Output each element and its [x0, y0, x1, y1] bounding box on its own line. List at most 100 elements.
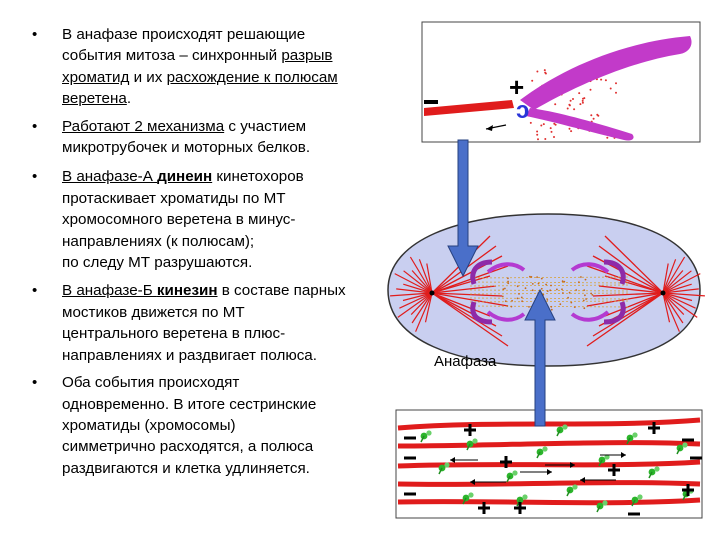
- aster-ray: [402, 292, 433, 302]
- kinesin-head: [522, 494, 528, 500]
- dot: [559, 303, 562, 306]
- aster-ray: [409, 256, 433, 294]
- text-segment: разрыв: [281, 47, 333, 65]
- dot: [524, 287, 527, 290]
- dot: [573, 306, 576, 308]
- dot: [502, 288, 505, 291]
- dot: [556, 288, 558, 291]
- aster-ray: [662, 273, 701, 294]
- dot: [542, 123, 545, 126]
- spindle-mt: [431, 292, 491, 317]
- kinesin-head: [632, 432, 638, 438]
- text-segment: динеин: [157, 168, 213, 186]
- dot: [606, 136, 609, 139]
- bullet-line: центрального веретена в плюс-: [62, 323, 384, 344]
- text-segment: раздвигаются и клетка удлиняется.: [62, 459, 310, 477]
- aster-ray: [394, 273, 433, 294]
- dot: [578, 92, 581, 95]
- dot: [604, 79, 607, 82]
- kinetochore-panel: ɔ +: [421, 21, 701, 143]
- aster-ray: [403, 283, 433, 294]
- dot: [506, 305, 509, 307]
- dot: [553, 122, 556, 125]
- dot: [504, 300, 507, 303]
- text-segment: центрального веретена в плюс-: [62, 325, 286, 343]
- text-segment: одновременно. В итоге сестринские: [62, 395, 317, 413]
- dot: [596, 113, 599, 116]
- bullet-line: направлениях (к полюсам);: [62, 231, 384, 252]
- minus-sign: [682, 438, 694, 442]
- dot: [600, 78, 603, 81]
- dot: [550, 305, 553, 308]
- bullet-line: хроматиды (хромосомы): [62, 415, 384, 436]
- text-segment: хроматид: [62, 68, 130, 86]
- spindle-microtubules: [390, 235, 705, 347]
- dot: [554, 103, 557, 106]
- text-segment: микротрубочек и моторных белков.: [62, 139, 311, 157]
- pole-right: [660, 290, 666, 296]
- dot: [545, 283, 547, 286]
- dot: [520, 296, 523, 299]
- dot: [546, 290, 549, 292]
- dot: [569, 99, 572, 102]
- dot: [510, 305, 513, 308]
- text-segment: Оба события происходят: [62, 374, 240, 392]
- kinesin-stalk: [420, 435, 425, 443]
- anaphase-cell: [387, 213, 705, 367]
- spindle-mt: [586, 292, 664, 307]
- spindle-mt: [598, 285, 664, 294]
- aster-ray: [411, 292, 433, 324]
- dot: [528, 306, 530, 308]
- text-segment: протаскивает хроматиды по МТ: [62, 189, 286, 207]
- plus-sign: [482, 502, 486, 514]
- dot: [575, 289, 578, 291]
- text-segment: по следу МТ разрушаются.: [62, 254, 253, 272]
- aster-ray: [662, 292, 684, 324]
- spindle-mt: [431, 292, 509, 307]
- spindle-mt: [431, 275, 491, 294]
- plus-sign: [518, 502, 522, 514]
- spindle-mt: [586, 292, 664, 347]
- aster-ray: [662, 263, 669, 294]
- aster-ray: [399, 292, 433, 309]
- aster-ray: [418, 259, 433, 294]
- kinesin-stalk: [438, 467, 443, 475]
- dot: [567, 296, 569, 299]
- dot: [615, 91, 617, 94]
- dot: [537, 282, 540, 285]
- spindle-mt: [604, 235, 664, 294]
- aster-ray: [662, 259, 677, 294]
- kinesin-stalk: [462, 497, 467, 505]
- text-segment: Работают 2 механизма: [62, 117, 225, 135]
- kinesin-head: [426, 430, 432, 436]
- kinesin-head: [682, 442, 688, 448]
- text-segment: В анафазе-Б: [62, 282, 157, 300]
- dot: [531, 283, 534, 285]
- dot: [518, 293, 520, 295]
- minus-sign: [404, 436, 416, 440]
- bullet-item: В анафазе-Б кинезин в составе парныхмост…: [24, 280, 384, 366]
- bullet-line: веретена.: [62, 88, 384, 109]
- dot: [544, 138, 547, 140]
- dot: [561, 288, 563, 291]
- dot: [530, 276, 533, 278]
- kinesin-head: [468, 492, 474, 498]
- dot: [585, 298, 587, 300]
- dot: [536, 276, 538, 278]
- dot: [536, 70, 539, 73]
- bullet-line: Оба события происходят: [62, 372, 384, 393]
- dot: [570, 301, 573, 304]
- aster-ray: [424, 292, 433, 323]
- arrowhead: [621, 452, 626, 458]
- kinesin-stalk: [598, 459, 603, 467]
- kinesin-stalk: [626, 437, 631, 445]
- minus-sign: [424, 100, 438, 104]
- dot: [531, 79, 534, 82]
- kinesin-stalk: [566, 489, 571, 497]
- aster-ray: [415, 292, 433, 332]
- dot: [511, 299, 513, 302]
- dot: [507, 282, 510, 285]
- aster-ray: [403, 270, 433, 294]
- dot: [562, 292, 564, 294]
- text-segment: направлениях и раздвигает полюса.: [62, 346, 317, 364]
